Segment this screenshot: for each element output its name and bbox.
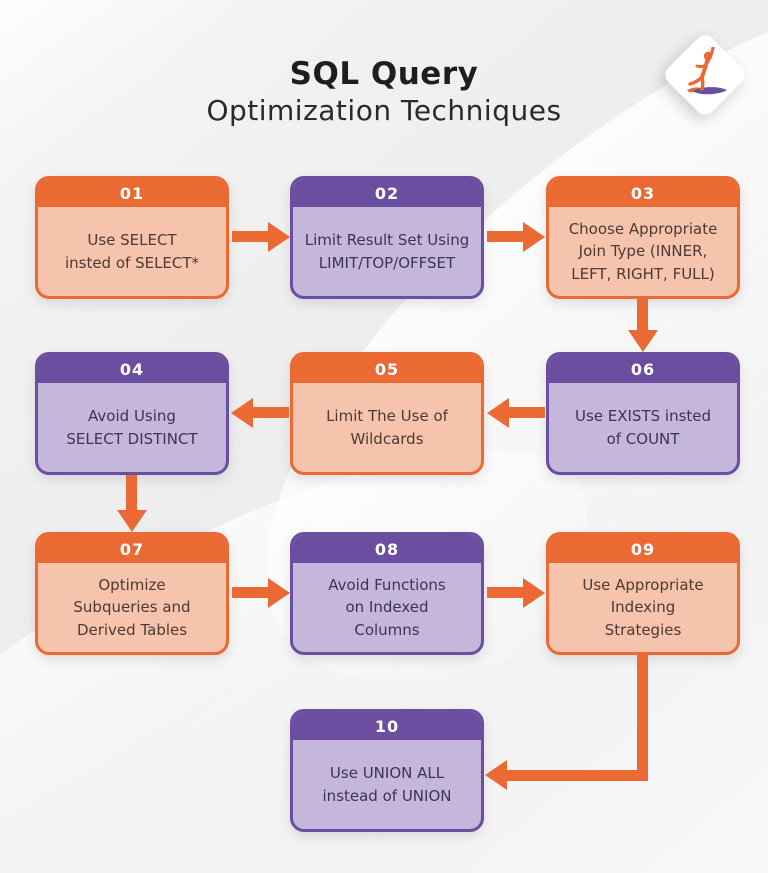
card-04-number: 04 [38, 355, 226, 383]
card-01: 01 Use SELECT insted of SELECT* [35, 176, 229, 299]
card-01-text: Use SELECT insted of SELECT* [64, 231, 200, 272]
card-07-text: Optimize Subqueries and Derived Tables [73, 575, 191, 639]
card-09-text: Use Appropriate Indexing Strategies [582, 575, 704, 639]
card-08-number: 08 [293, 535, 481, 563]
card-04-text: Avoid Using SELECT DISTINCT [66, 407, 198, 448]
card-04: 04 Avoid Using SELECT DISTINCT [35, 352, 229, 475]
card-08: 08 Avoid Functions on Indexed Columns [290, 532, 484, 655]
jumping-figure-icon [687, 47, 727, 95]
card-06-number: 06 [549, 355, 737, 383]
card-01-number: 01 [38, 179, 226, 207]
card-05-text: Limit The Use of Wildcards [326, 407, 448, 448]
card-09: 09 Use Appropriate Indexing Strategies [546, 532, 740, 655]
title-line-2: Optimization Techniques [206, 94, 562, 128]
card-03-number: 03 [549, 179, 737, 207]
card-07: 07 Optimize Subqueries and Derived Table… [35, 532, 229, 655]
card-02: 02 Limit Result Set Using LIMIT/TOP/OFFS… [290, 176, 484, 299]
card-07-number: 07 [38, 535, 226, 563]
card-08-text: Avoid Functions on Indexed Columns [328, 575, 446, 639]
card-10-text: Use UNION ALL instead of UNION [322, 764, 452, 805]
card-02-number: 02 [293, 179, 481, 207]
card-05-number: 05 [293, 355, 481, 383]
card-10-number: 10 [293, 712, 481, 740]
title-line-1: SQL Query [289, 56, 479, 92]
page-title: SQL Query Optimization Techniques [0, 56, 768, 130]
brand-logo [661, 31, 749, 119]
card-03: 03 Choose Appropriate Join Type (INNER, … [546, 176, 740, 299]
card-05: 05 Limit The Use of Wildcards [290, 352, 484, 475]
card-02-text: Limit Result Set Using LIMIT/TOP/OFFSET [304, 231, 470, 272]
card-06: 06 Use EXISTS insted of COUNT [546, 352, 740, 475]
card-06-text: Use EXISTS insted of COUNT [574, 407, 712, 448]
card-03-text: Choose Appropriate Join Type (INNER, LEF… [568, 219, 718, 283]
card-10: 10 Use UNION ALL instead of UNION [290, 709, 484, 832]
card-09-number: 09 [549, 535, 737, 563]
